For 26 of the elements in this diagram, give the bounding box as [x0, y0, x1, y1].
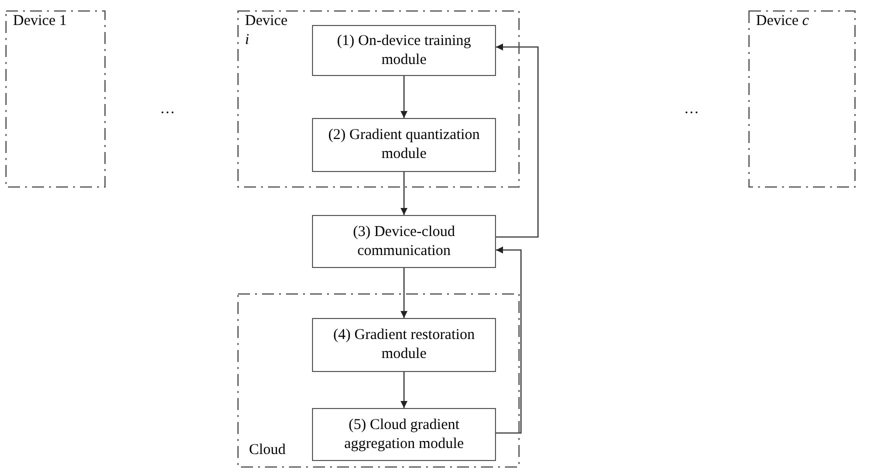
box-label: (5) Cloud gradient aggregation module	[343, 416, 465, 454]
box-label: (3) Device-cloud communication	[352, 222, 456, 260]
device-group-frame	[237, 10, 520, 188]
process-box	[312, 215, 496, 268]
arrow	[496, 246, 522, 434]
arrow	[496, 44, 539, 238]
ellipsis: …	[684, 100, 699, 119]
process-box	[312, 318, 496, 372]
arrow	[400, 172, 408, 215]
group-heading: Cloud	[249, 441, 286, 460]
box-label: (4) Gradient restoration module	[332, 326, 476, 364]
box-label: (2) Gradient quantization module	[327, 126, 481, 164]
device-group-frame	[237, 293, 520, 468]
device-group-frame	[748, 10, 856, 188]
process-box	[312, 118, 496, 172]
device-group-frame	[5, 10, 106, 188]
process-box	[312, 25, 496, 76]
arrow	[400, 372, 408, 408]
process-box	[312, 408, 496, 461]
group-heading: Device c	[756, 12, 809, 31]
arrow	[400, 76, 408, 118]
ellipsis: …	[160, 100, 175, 119]
group-heading: Device i	[245, 12, 288, 50]
box-label: (1) On-device training module	[336, 32, 472, 70]
group-heading: Device 1	[13, 12, 67, 31]
arrow	[400, 268, 408, 318]
